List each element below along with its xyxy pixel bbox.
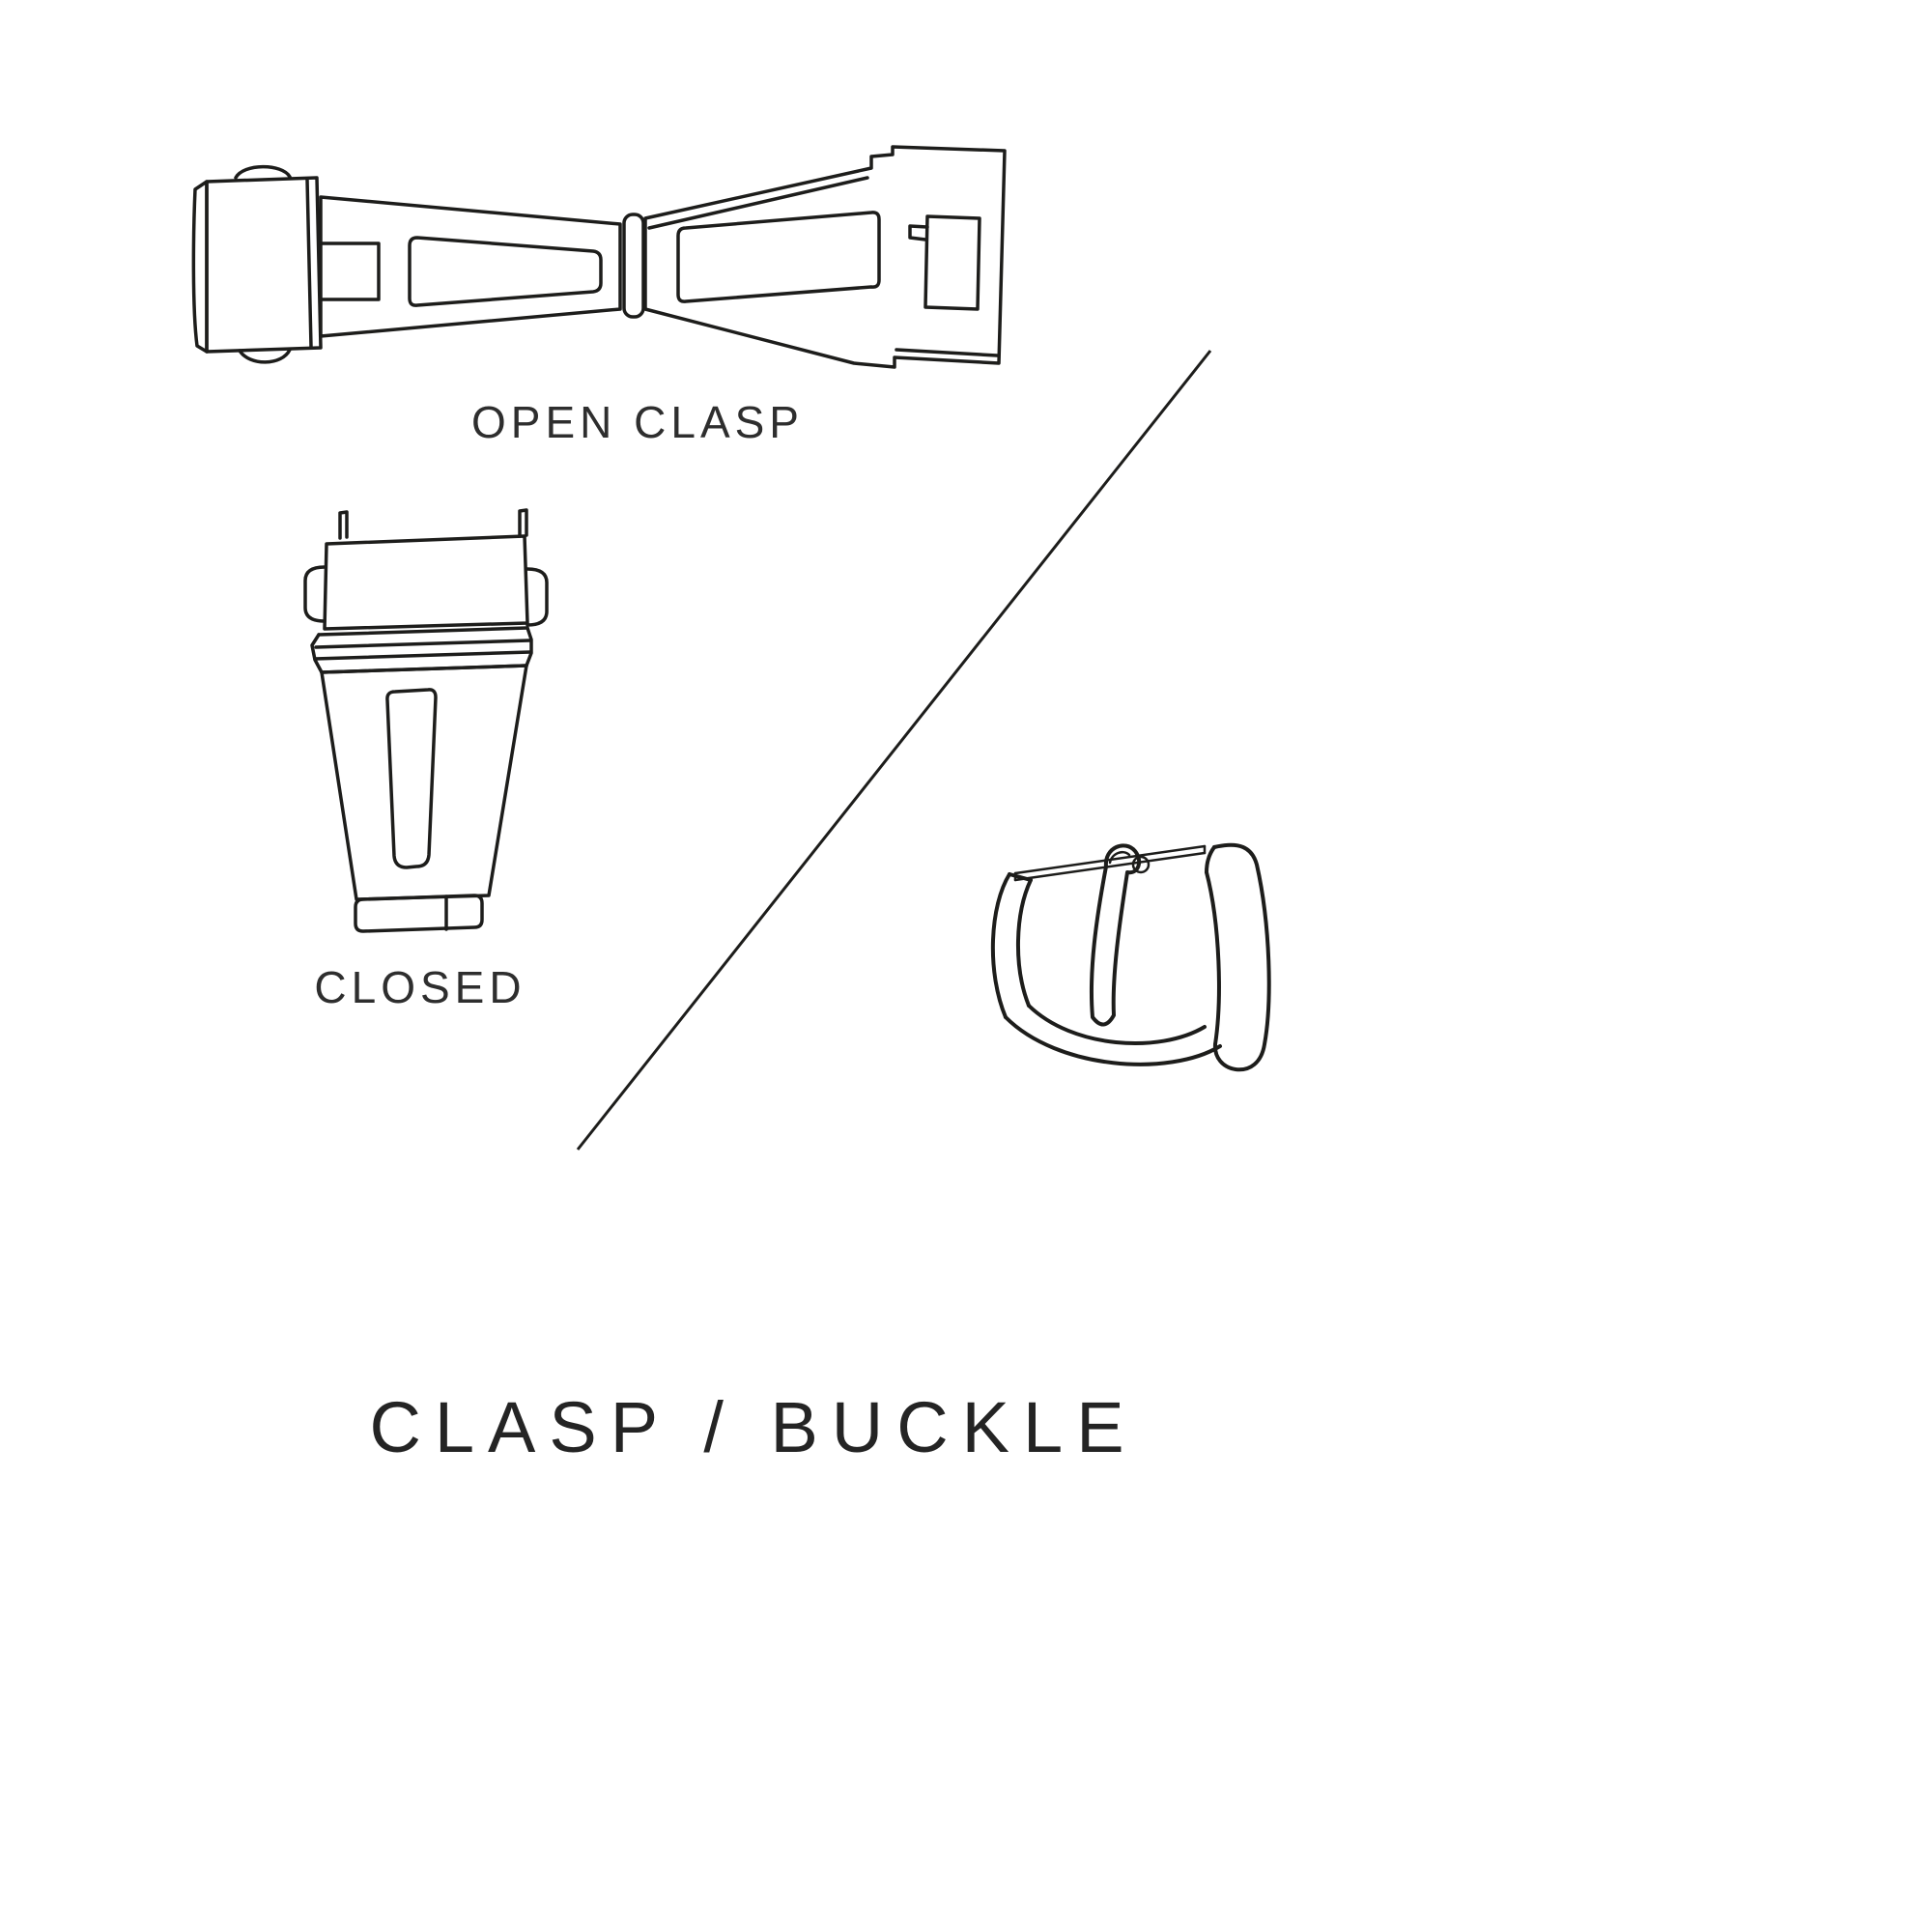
diagram-title: CLASP / BUCKLE (369, 1386, 1138, 1467)
open-clasp-illustration (191, 145, 1007, 369)
closed-clasp-label: CLOSED (314, 962, 526, 1012)
closed-clasp-illustration (303, 508, 549, 933)
open-clasp-figure (174, 135, 1024, 396)
buckle-figure (961, 836, 1299, 1116)
open-clasp-label: OPEN CLASP (471, 397, 804, 447)
buckle-illustration (990, 842, 1271, 1072)
closed-clasp-figure (299, 507, 551, 937)
